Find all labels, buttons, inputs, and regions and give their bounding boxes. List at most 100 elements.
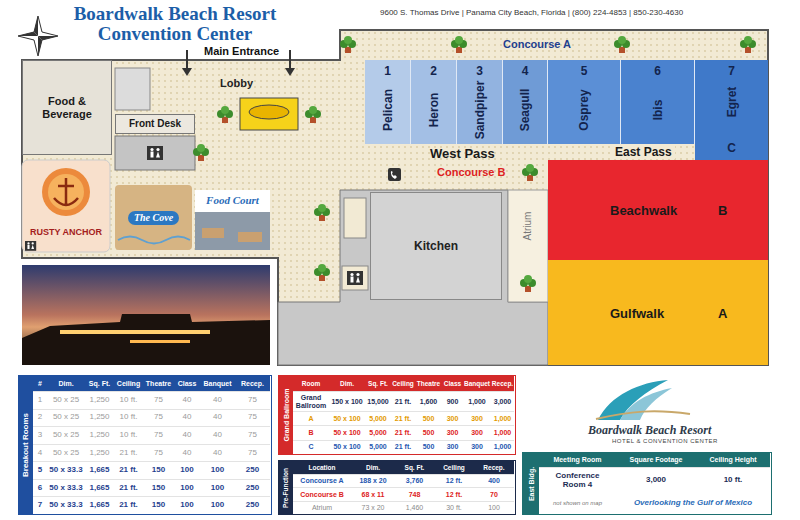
node-label: The Cove <box>128 211 179 225</box>
table-cell: 21 ft. <box>391 391 415 411</box>
table-header-cell: Dim. <box>351 461 395 474</box>
node-label: C <box>695 141 768 155</box>
table-cell: 100 <box>174 461 200 479</box>
table-cell: 50 x 25 <box>47 391 85 409</box>
table-grid: RoomDim.Sq. Ft.CeilingTheatreClassBanque… <box>293 376 515 454</box>
table-cell: 300 <box>463 440 491 454</box>
table-header-cell: Sq. Ft. <box>395 461 434 474</box>
table-band: Breakout Rooms <box>19 376 33 514</box>
table-grid: #Dim.Sq. Ft.CeilingTheatreClassBanquetRe… <box>33 376 271 514</box>
table-cell: 250 <box>235 461 270 479</box>
table-cell: 5,000 <box>365 425 391 439</box>
table-cell: 250 <box>235 479 270 497</box>
table-cell: 75 <box>143 391 174 409</box>
restaurant-logo: Food Court <box>195 190 270 250</box>
table-cell: 1,250 <box>85 409 114 427</box>
table-cell: 40 <box>200 409 235 427</box>
table-cell: 21 ft. <box>114 461 143 479</box>
table-header-cell: # <box>33 376 47 391</box>
table-cell: 21 ft. <box>391 411 415 425</box>
node-label: Seagull <box>518 89 532 132</box>
atrium-area <box>508 190 548 302</box>
entrance-arrow <box>289 50 291 69</box>
table-cell: 1,000 <box>463 391 491 411</box>
anchor-icon <box>54 178 78 206</box>
table-cell: 75 <box>235 409 270 427</box>
table-header-cell: Banquet <box>200 376 235 391</box>
kitchen-area <box>278 190 548 365</box>
table-cell: Conference Room 4 <box>539 467 616 493</box>
capacity-table: Grand BallroomRoomDim.Sq. Ft.CeilingThea… <box>278 375 516 455</box>
restaurant-picture <box>202 228 224 238</box>
logo-swoosh <box>596 411 690 419</box>
restaurant-picture <box>195 190 270 212</box>
node-label: 2 <box>411 64 456 78</box>
logo-swoosh <box>620 388 672 420</box>
table-header-cell: Ceiling <box>391 376 415 391</box>
table-cell: 1,000 <box>491 440 514 454</box>
node-label: Heron <box>427 93 441 128</box>
area-label: Concourse B <box>437 166 505 179</box>
table-cell: 50 x 100 <box>329 411 365 425</box>
entrance-arrow <box>285 68 295 76</box>
node-label: Ibis <box>651 100 665 121</box>
node-label: RUSTY ANCHOR <box>30 227 102 238</box>
table-cell: 500 <box>415 440 442 454</box>
table-band: East Bldg. <box>523 453 539 514</box>
table-cell: C <box>293 440 329 454</box>
table-cell: 12 ft. <box>434 474 474 487</box>
table-cell: 748 <box>395 487 434 500</box>
table-cell: 900 <box>442 391 463 411</box>
restaurant-logo: RUSTY ANCHOR <box>22 160 110 252</box>
node-label: Egret <box>725 87 739 118</box>
building-photo <box>22 265 270 365</box>
entrance-arrow <box>182 68 192 76</box>
restaurant-picture <box>42 168 90 216</box>
table-cell: 15,000 <box>365 391 391 411</box>
table-cell: 3,000 <box>616 467 696 493</box>
table-cell: 300 <box>463 411 491 425</box>
table-cell: 188 x 20 <box>351 474 395 487</box>
node-label: 3 <box>457 64 502 78</box>
table-grid: LocationDim.Sq. Ft.CeilingRecep.Concours… <box>293 461 515 514</box>
table-cell: 250 <box>235 496 270 514</box>
table-header-cell: Sq. Ft. <box>365 376 391 391</box>
kitchen-room: Kitchen <box>370 192 502 300</box>
table-cell: 1,665 <box>85 461 114 479</box>
table-cell: 50 x 33.3 <box>47 496 85 514</box>
table-header-cell: Room <box>293 376 329 391</box>
food-beverage-room: Food & Beverage <box>22 60 112 155</box>
restaurant-picture <box>22 160 110 252</box>
table-cell: 100 <box>174 479 200 497</box>
table-cell: 1,250 <box>85 444 114 462</box>
table-cell: 100 <box>474 501 514 514</box>
table-cell: 50 x 33.3 <box>47 479 85 497</box>
table-band: Pre-Function <box>279 461 293 514</box>
table-cell: 21 ft. <box>391 425 415 439</box>
table-cell: 50 x 25 <box>47 409 85 427</box>
plant-icon <box>314 264 330 281</box>
table-header-cell: Ceiling <box>434 461 474 474</box>
table-cell: 40 <box>174 391 200 409</box>
table-header-cell: Location <box>293 461 351 474</box>
ballroom-section: GulfwalkA <box>548 260 768 365</box>
breakout-room: 6Ibis <box>621 60 695 144</box>
front-desk: Front Desk <box>115 114 195 134</box>
table-cell: 50 x 100 <box>329 425 365 439</box>
plant-icon <box>340 36 356 53</box>
node-label: Food & Beverage <box>29 95 105 121</box>
table-header-cell: Ceiling Height <box>696 453 770 467</box>
table-header-cell: Dim. <box>329 376 365 391</box>
plant-icon <box>193 144 209 161</box>
table-cell: 30 ft. <box>434 501 474 514</box>
table-header-cell: Dim. <box>47 376 85 391</box>
table-header-cell: Theatre <box>415 376 442 391</box>
breakout-room: 3Sandpiper <box>457 60 503 144</box>
node-label: 4 <box>503 64 547 78</box>
table-cell: 50 x 25 <box>47 444 85 462</box>
breakout-room: 4Seagull <box>503 60 548 144</box>
node-label: Pelican <box>381 89 395 131</box>
breakout-room: 2Heron <box>411 60 457 144</box>
compass-star <box>18 16 58 56</box>
table-cell: 100 <box>200 461 235 479</box>
